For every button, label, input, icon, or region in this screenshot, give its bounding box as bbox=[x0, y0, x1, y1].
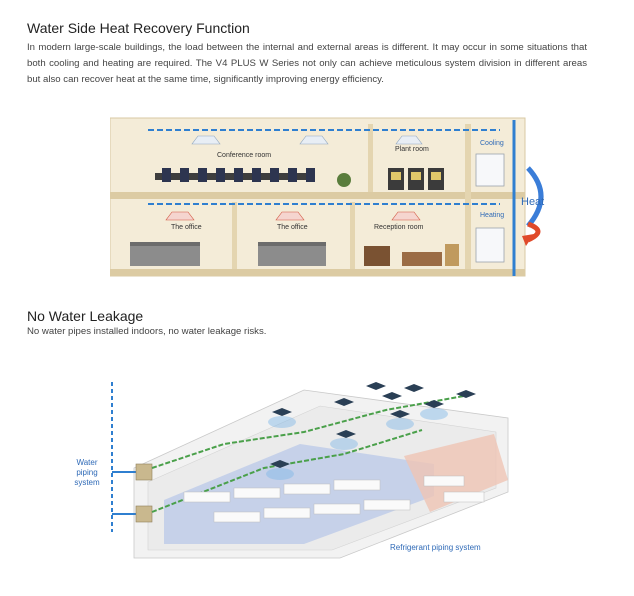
office-cubicles-1 bbox=[130, 242, 200, 266]
ground-slab bbox=[110, 269, 525, 276]
label-office-2: The office bbox=[277, 224, 308, 231]
indoor-unit bbox=[191, 135, 221, 145]
heat-arrow-top bbox=[526, 166, 544, 228]
wall bbox=[350, 202, 355, 269]
plant-pot bbox=[337, 173, 351, 187]
cassette-units bbox=[270, 382, 476, 468]
conference-chairs bbox=[162, 168, 315, 182]
water-unit bbox=[135, 463, 153, 481]
label-heat: Heat bbox=[521, 196, 545, 208]
water-unit bbox=[135, 505, 153, 523]
label-heating: Heating bbox=[480, 212, 505, 219]
heat-recovery-illustration bbox=[109, 117, 544, 277]
floor-slab bbox=[110, 192, 525, 199]
section-title-no-leakage: No Water Leakage bbox=[27, 308, 144, 324]
section-title-heat-recovery: Water Side Heat Recovery Function bbox=[27, 20, 250, 36]
wall bbox=[368, 124, 373, 192]
reception-furniture bbox=[364, 244, 459, 266]
wall bbox=[232, 202, 237, 269]
outdoor-unit-heating bbox=[475, 227, 505, 263]
indoor-unit bbox=[165, 211, 195, 221]
indoor-unit bbox=[275, 211, 305, 221]
label-cooling: Cooling bbox=[480, 140, 504, 147]
label-plant-room: Plant room bbox=[395, 146, 429, 153]
label-water-line-3: system bbox=[74, 478, 100, 487]
label-reception-room: Reception room bbox=[374, 224, 424, 231]
wall bbox=[465, 124, 471, 269]
label-water-line-2: piping bbox=[76, 468, 98, 477]
office-cubicles-2 bbox=[258, 242, 326, 266]
indoor-unit bbox=[395, 135, 423, 145]
refrigerant-pipe-main bbox=[151, 395, 465, 469]
plant-room-machines bbox=[388, 168, 444, 190]
refrigerant-pipe-branch bbox=[151, 429, 423, 513]
section-body-no-leakage: No water pipes installed indoors, no wat… bbox=[27, 326, 267, 337]
heat-recovery-diagram: Conference room Plant room Cooling Heat … bbox=[109, 116, 556, 278]
zone-red bbox=[404, 434, 508, 512]
heat-arrow-head bbox=[522, 234, 534, 246]
no-leakage-diagram: Water piping system Refrigerant piping s… bbox=[74, 372, 510, 560]
label-water-piping: Water piping system bbox=[62, 458, 112, 488]
desk-rows bbox=[183, 475, 485, 523]
airflow bbox=[266, 408, 448, 480]
section-body-heat-recovery: In modern large-scale buildings, the loa… bbox=[27, 42, 587, 85]
piping-illustration bbox=[111, 382, 509, 559]
outdoor-unit-cooling bbox=[475, 153, 505, 187]
indoor-unit bbox=[299, 135, 329, 145]
label-refrigerant-piping: Refrigerant piping system bbox=[390, 543, 481, 552]
label-conference-room: Conference room bbox=[217, 152, 272, 159]
label-office-1: The office bbox=[171, 224, 202, 231]
label-water-line-1: Water bbox=[76, 458, 98, 467]
indoor-unit bbox=[391, 211, 421, 221]
